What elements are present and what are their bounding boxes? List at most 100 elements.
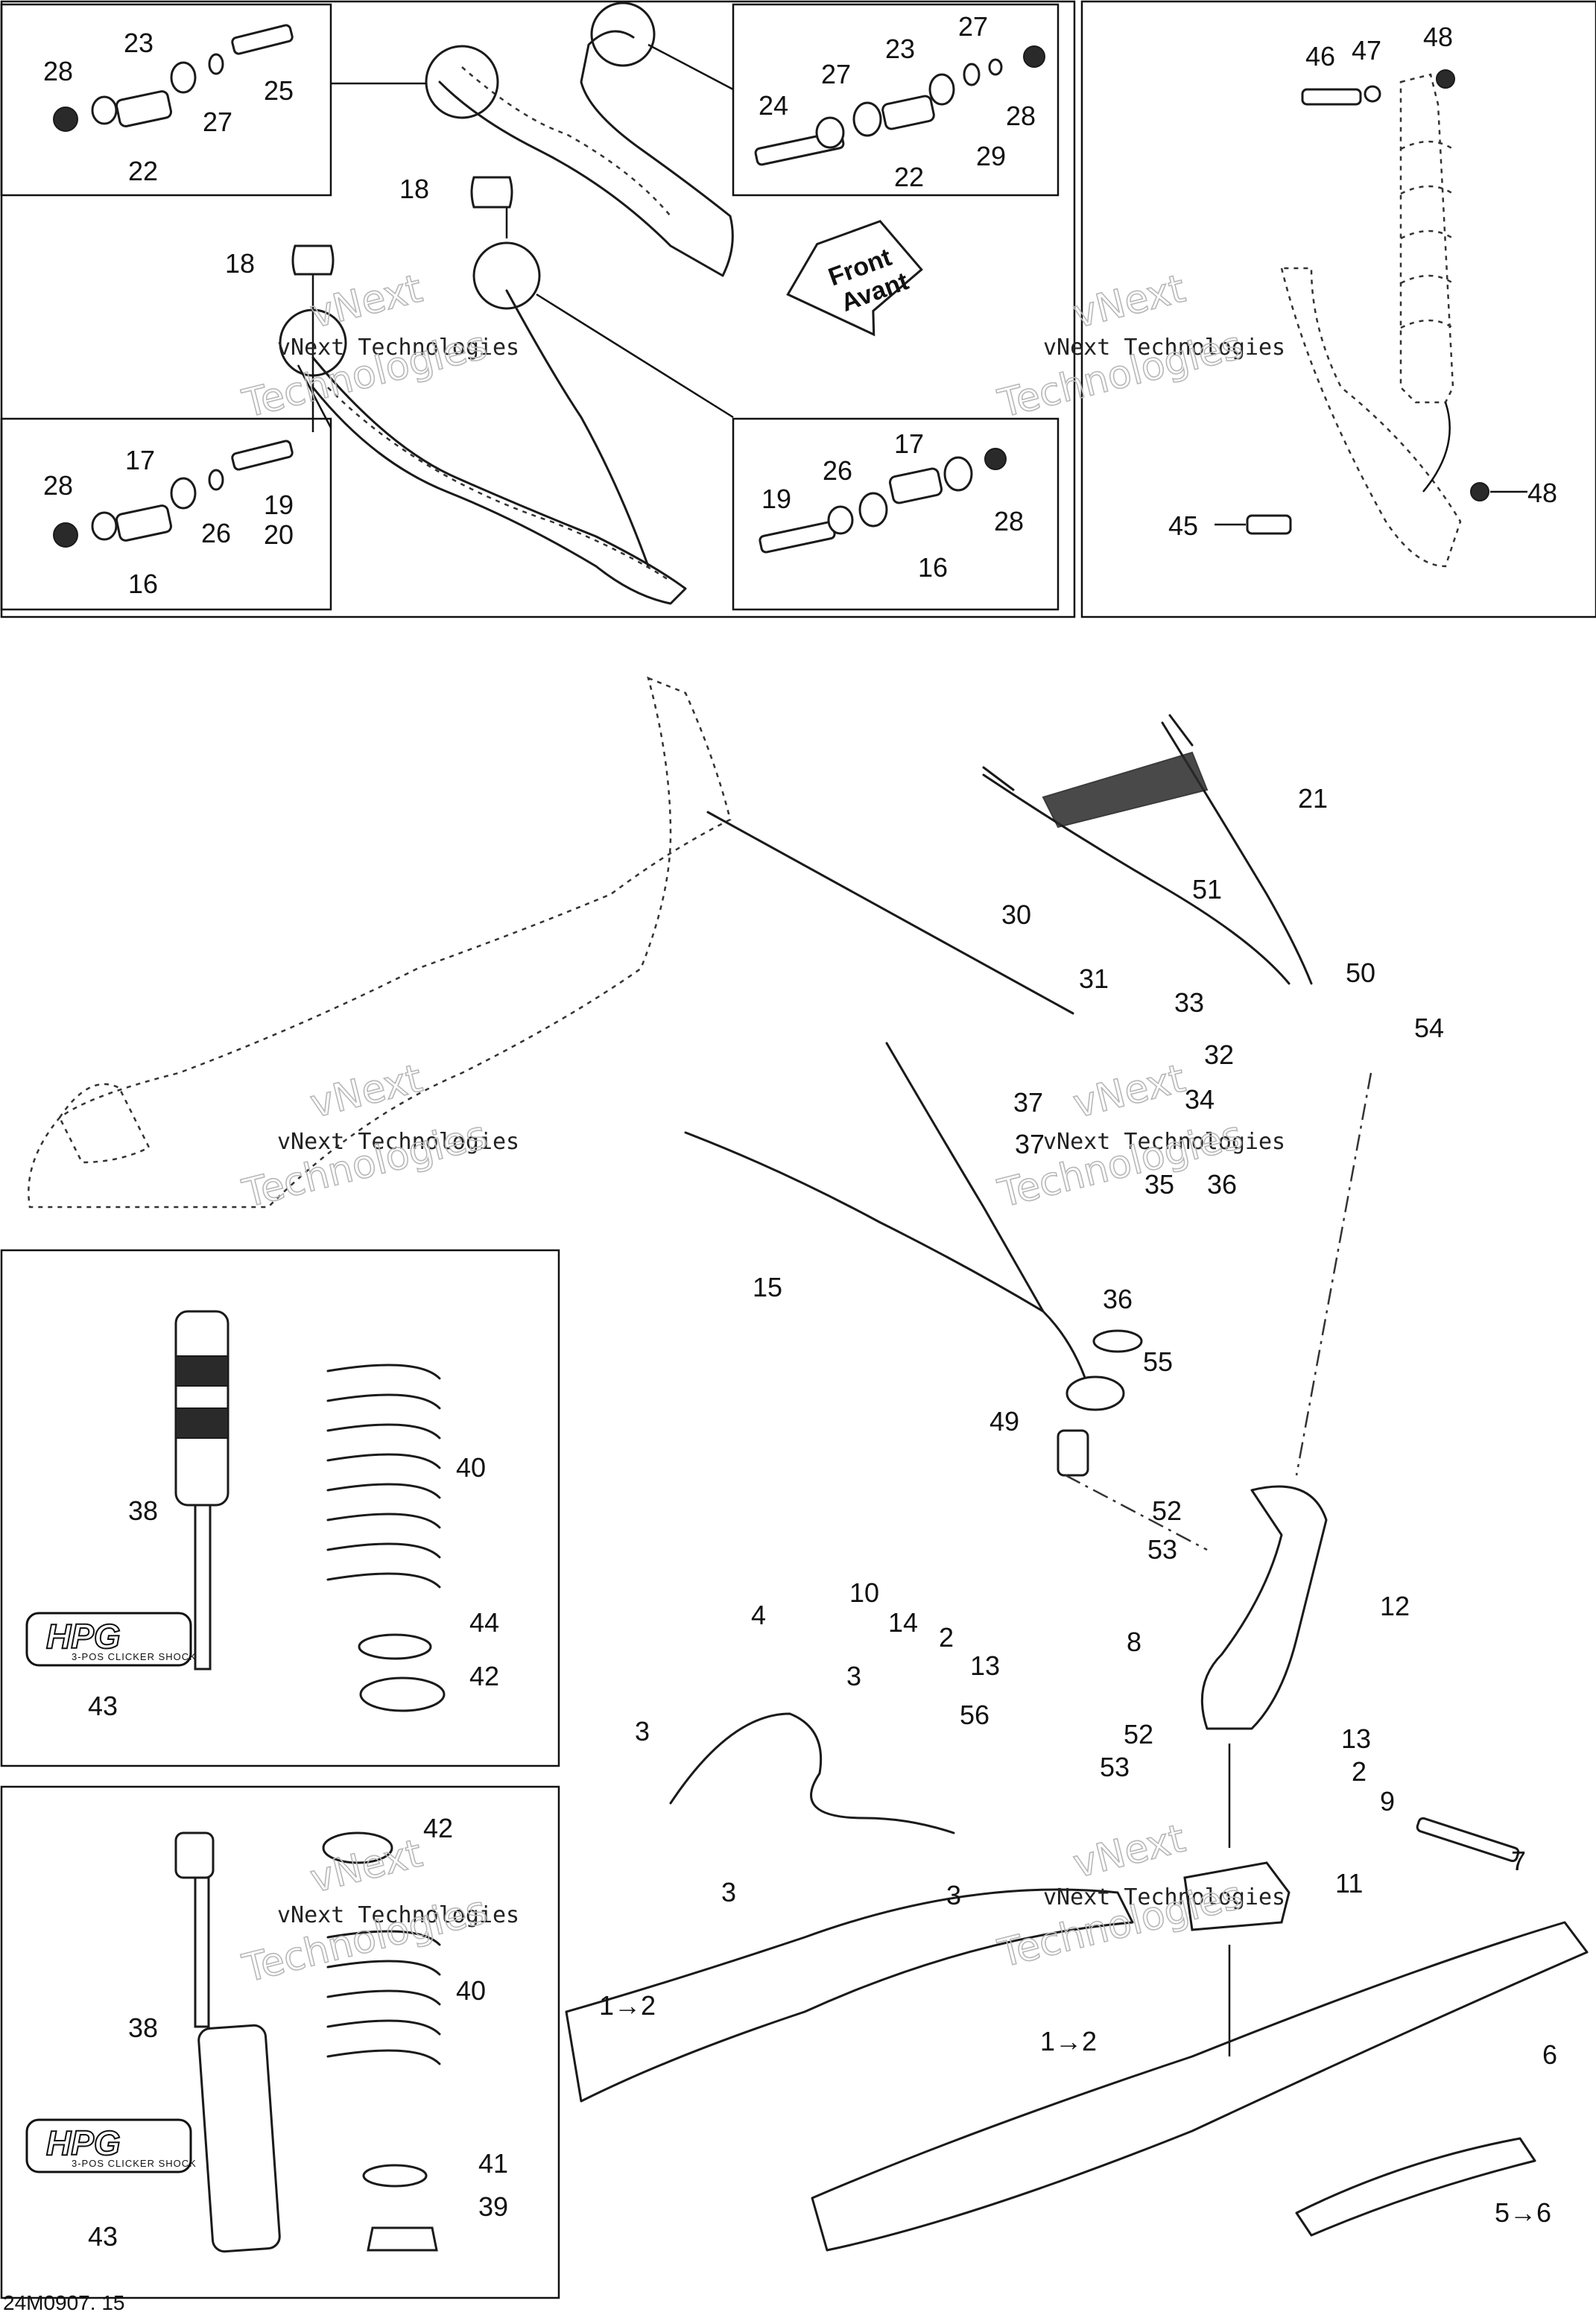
watermark-outline: vNext <box>1069 1057 1190 1127</box>
inset-box-bottom-right <box>732 417 1060 611</box>
part-callout-label: 42 <box>423 1813 453 1843</box>
shock-band <box>175 1407 229 1439</box>
ball-joint-housing <box>1065 1375 1125 1411</box>
washer-icon <box>91 511 118 541</box>
part-callout-label: 44 <box>469 1607 499 1638</box>
inset-hardware <box>53 24 1045 554</box>
shock-eye <box>174 1831 215 1879</box>
leader-inset-3 <box>297 364 332 428</box>
nut-icon <box>53 107 78 132</box>
shock-rod <box>194 1504 212 1671</box>
watermark-text: vNext Technologies <box>277 1129 519 1155</box>
nut-icon <box>1023 45 1045 68</box>
part-callout-label: 39 <box>478 2191 508 2222</box>
ski-right <box>811 1921 1589 2252</box>
shock-logo-subtitle: 3-POS CLICKER SHOCK <box>72 1651 197 1662</box>
ball-joint-49 <box>1057 1429 1089 1477</box>
watermark-text: vNext Technologies <box>1043 1884 1285 1910</box>
nut-icon <box>984 448 1007 470</box>
part-callout-label: 9 <box>1380 1786 1395 1817</box>
part-callout-label: 2 <box>939 1622 954 1653</box>
part-callout-label: 13 <box>970 1650 1000 1681</box>
part-callout-label: 15 <box>753 1272 782 1302</box>
bolt-icon <box>231 24 294 55</box>
part-callout-label: 47 <box>1352 35 1381 66</box>
part-callout-label: 11 <box>1335 1868 1363 1899</box>
circlip-55 <box>1092 1329 1143 1353</box>
axis-line-lower <box>1065 1474 1208 1551</box>
part-callout-label: 16 <box>128 569 158 599</box>
part-callout-label: 43 <box>88 2221 118 2252</box>
part-callout-label: 3 <box>946 1880 961 1910</box>
upper-arm-exploded-view: Front Avant <box>279 1 923 605</box>
shock-panel-bottom <box>174 1831 441 2253</box>
part-callout-label: 29 <box>976 141 1006 171</box>
watermark-text: vNext Technologies <box>1043 335 1285 361</box>
ski-leg-11 <box>1183 1861 1291 1931</box>
inset-box-top-left <box>0 3 332 197</box>
part-callout-label: 18 <box>225 248 255 279</box>
part-callout-label: 48 <box>1423 22 1453 52</box>
part-callout-label: 27 <box>203 107 232 137</box>
arm-ghost <box>1280 267 1462 568</box>
part-callout-label: 23 <box>885 34 915 64</box>
part-callout-label: 52 <box>1124 1719 1153 1749</box>
chassis-ghost-nose <box>58 1083 151 1164</box>
watermark-text: vNext Technologies <box>277 1902 519 1928</box>
spring-retainer-42-top <box>359 1676 446 1712</box>
shock-logo-bottom: HPG 3-POS CLICKER SHOCK <box>25 2118 197 2173</box>
bolt-46-icon <box>1301 88 1362 106</box>
part-callout-label: 8 <box>1127 1627 1141 1657</box>
part-callout-label: 3 <box>635 1716 650 1747</box>
part-callout-label: 53 <box>1100 1752 1130 1782</box>
part-callout-label: 32 <box>1204 1039 1234 1070</box>
part-callout-label: 18 <box>399 174 429 204</box>
watermark-outline: vNext <box>306 267 427 338</box>
part-callout-label: 22 <box>894 162 924 192</box>
leader-inset-2 <box>647 43 734 91</box>
bolt-icon <box>231 440 294 471</box>
part-callout-label: 4 <box>751 1600 766 1630</box>
shock-rod <box>194 1876 210 2028</box>
shock-panel-frame-bottom <box>0 1785 560 2299</box>
spring-40-bottom <box>326 1930 441 2065</box>
bushing-icon <box>888 467 943 504</box>
nut-48-lower-icon <box>1470 482 1489 501</box>
ski-left <box>565 1888 1134 2103</box>
watermark-outline: vNext <box>1069 1817 1190 1887</box>
shock-logo-brand: HPG <box>46 1617 121 1656</box>
part-callout-label: 7 <box>1511 1846 1526 1876</box>
ring-icon <box>988 58 1003 76</box>
part-callout-label: 3 <box>721 1877 736 1907</box>
ring-41 <box>362 2164 428 2188</box>
part-callout-label: 50 <box>1346 957 1375 988</box>
part-callout-label: 41 <box>478 2148 508 2179</box>
part-callout-label: 53 <box>1147 1534 1177 1565</box>
shock-logo-subtitle: 3-POS CLICKER SHOCK <box>72 2158 197 2169</box>
nut-icon <box>53 522 78 548</box>
upper-a-arm-outline <box>438 30 734 277</box>
part-callout-label: 52 <box>1152 1495 1182 1526</box>
bracket-4 <box>669 1712 955 1834</box>
front-direction-arrow: Front Avant <box>786 220 923 337</box>
shock-logo-top: HPG 3-POS CLICKER SHOCK <box>25 1612 197 1667</box>
part-callout-label: 28 <box>994 506 1024 536</box>
upper-a-arm-21 <box>982 714 1313 985</box>
upper-a-arm-brace <box>1042 751 1209 829</box>
washer-small-icon <box>963 63 981 86</box>
washer-icon <box>815 116 845 149</box>
washer-small-icon <box>208 469 224 491</box>
part-callout-label: 37 <box>1015 1129 1045 1159</box>
sleeve-icon <box>170 61 197 94</box>
shock-panel-top <box>174 1310 446 1712</box>
part-callout-label: 36 <box>1103 1284 1133 1314</box>
part-callout-label: 21 <box>1298 783 1328 814</box>
inset-box-bottom-left <box>0 417 332 611</box>
shock-mounting-view <box>1215 69 1527 568</box>
shock-detail-frame <box>1080 0 1596 618</box>
part-callout-label: 13 <box>1341 1723 1371 1754</box>
part-callout-label: 23 <box>124 28 153 58</box>
spring-seat-44 <box>358 1633 432 1660</box>
